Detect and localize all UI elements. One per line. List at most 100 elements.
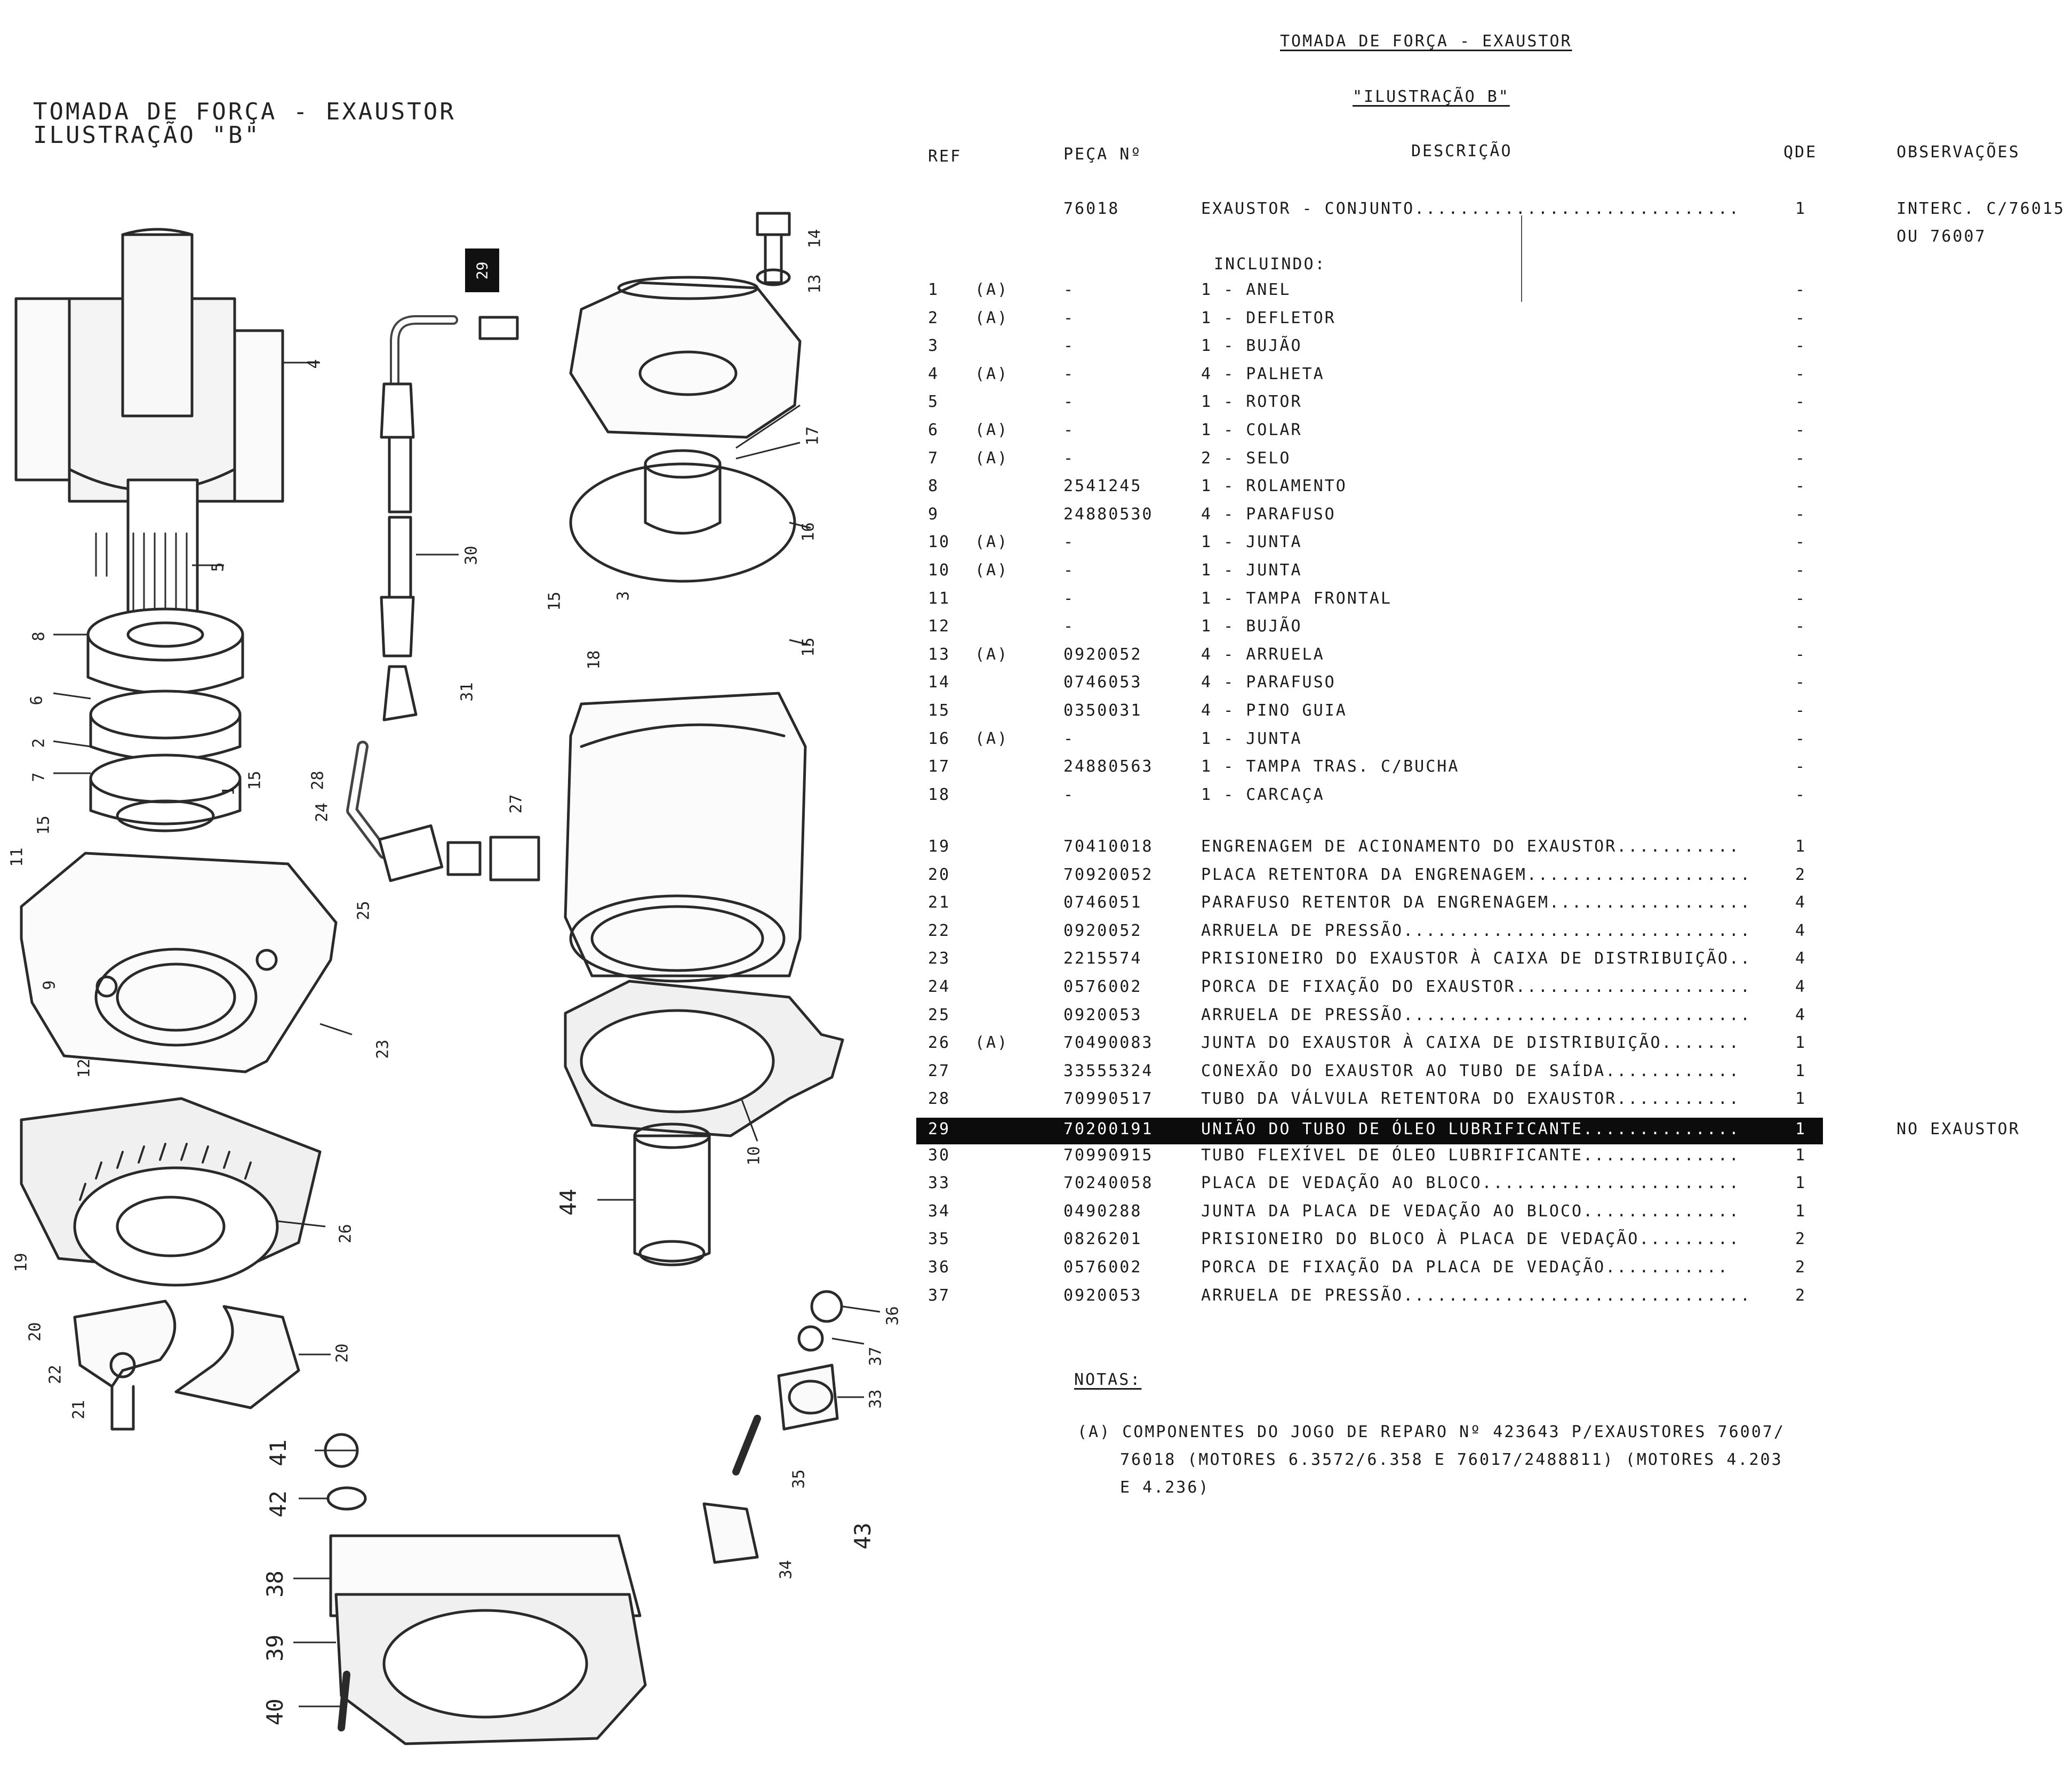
callout-label: 16 (799, 522, 818, 542)
bolt-14-part (756, 212, 791, 286)
part-number: - (1063, 280, 1075, 299)
parts-row: 12-1 - BUJÃO- (916, 617, 2063, 644)
callout-label: 8 (29, 631, 49, 642)
description: 1 - COLAR (1201, 421, 1302, 439)
callout-label: 31 (458, 682, 477, 702)
parts-row: 6(A)-1 - COLAR- (916, 421, 2063, 447)
repair-kit-flag: (A) (975, 308, 1009, 327)
parts-row: 5-1 - ROTOR- (916, 392, 2063, 419)
parts-row: 18-1 - CARCAÇA- (916, 785, 2063, 812)
callout-label: 30 (462, 546, 481, 565)
part-number: 2215574 (1063, 949, 1142, 968)
diagram-subtitle: ILUSTRAÇÃO "B" (33, 122, 261, 149)
description: PRISIONEIRO DO EXAUSTOR À CAIXA DE DISTR… (1201, 949, 1752, 968)
part-number: 70410018 (1063, 837, 1154, 856)
callout-label: 15 (245, 771, 265, 790)
repair-kit-flag: (A) (975, 729, 1009, 748)
callout-label: 15 (34, 815, 53, 835)
part-number: 0920052 (1063, 921, 1142, 940)
quantity: - (1795, 785, 1807, 804)
ref-number: 2 (928, 308, 940, 327)
repair-kit-flag: (A) (975, 280, 1009, 299)
quantity: - (1795, 392, 1807, 412)
part-number: - (1063, 617, 1075, 636)
repair-kit-flag: (A) (975, 533, 1009, 552)
callout-label: 4 (305, 359, 324, 369)
part-number: 76018 (1063, 199, 1120, 218)
ref-number: 7 (928, 448, 940, 468)
description: JUNTA DO EXAUSTOR À CAIXA DE DISTRIBUIÇÃ… (1201, 1033, 1740, 1053)
description: TUBO DA VÁLVULA RETENTORA DO EXAUSTOR...… (1201, 1089, 1740, 1109)
description: PORCA DE FIXAÇÃO DA PLACA DE VEDAÇÃO....… (1201, 1258, 1729, 1277)
rotor-vanes-part (14, 228, 284, 503)
ref-number: 1 (928, 280, 940, 299)
quantity: 1 (1795, 1201, 1807, 1221)
quantity: 2 (1795, 865, 1807, 884)
callout-label: 38 (261, 1570, 288, 1598)
quantity: - (1795, 729, 1807, 748)
callout-label: 22 (46, 1365, 65, 1384)
part-number: 0746051 (1063, 893, 1142, 912)
front-cover-part (20, 852, 338, 1073)
callout-label: 9 (40, 980, 59, 990)
bearing-part (86, 607, 244, 695)
quantity: - (1795, 280, 1807, 299)
quantity: 4 (1795, 893, 1807, 912)
ref-number: 19 (928, 837, 951, 856)
bottom-plate-parts (324, 1433, 647, 1745)
part-number: - (1063, 729, 1075, 748)
description: CONEXÃO DO EXAUSTOR AO TUBO DE SAÍDA....… (1201, 1061, 1740, 1080)
quantity: - (1795, 673, 1807, 692)
repair-kit-flag: (A) (975, 645, 1009, 664)
repair-kit-flag: (A) (975, 421, 1009, 439)
description: 1 - ANEL (1201, 280, 1291, 299)
parts-row: 2(A)-1 - DEFLETOR- (916, 309, 2063, 335)
ref-number: 17 (928, 757, 951, 776)
description: PORCA DE FIXAÇÃO DO EXAUSTOR............… (1201, 977, 1752, 996)
parts-row: 28 70990517 TUBO DA VÁLVULA RETENTORA DO E… (916, 1089, 2063, 1116)
description: PLACA DE VEDAÇÃO AO BLOCO...............… (1201, 1174, 1740, 1193)
description: TUBO FLEXÍVEL DE ÓLEO LUBRIFICANTE......… (1201, 1145, 1740, 1165)
quantity: - (1795, 617, 1807, 636)
repair-kit-flag: (A) (975, 1033, 1009, 1053)
ref-number: 10 (928, 561, 951, 580)
quantity: 1 (1795, 1061, 1807, 1080)
callout-label: 1 (219, 786, 238, 796)
ref-number: 28 (928, 1089, 951, 1109)
exploded-diagram: TOMADA DE FORÇA - EXAUSTOR ILUSTRAÇÃO "B… (0, 0, 907, 1772)
part-number: 2541245 (1063, 477, 1142, 496)
callout-label: 21 (69, 1400, 89, 1420)
col-header-obs: OBSERVAÇÕES (1897, 143, 2020, 162)
callout-label: 44 (555, 1189, 581, 1216)
callout-label: 2 (29, 738, 49, 748)
observation: INTERC. C/76015 (1897, 199, 2065, 218)
ref-number: 35 (928, 1230, 951, 1249)
ref-number: 22 (928, 921, 951, 940)
part-number: 70990517 (1063, 1089, 1154, 1109)
callout-label: 35 (789, 1469, 809, 1489)
description: 1 - DEFLETOR (1201, 308, 1336, 327)
part-number: - (1063, 561, 1075, 580)
notes-label: NOTAS: (1074, 1370, 1142, 1389)
callout-label: 42 (265, 1490, 291, 1518)
ref-number: 8 (928, 477, 940, 496)
description: PLACA RETENTORA DA ENGRENAGEM...........… (1201, 865, 1752, 884)
seal-plate-parts (702, 1290, 843, 1564)
note-line: 76018 (MOTORES 6.3572/6.358 E 76017/2488… (1120, 1450, 1783, 1469)
quantity: 2 (1795, 1286, 1807, 1305)
ref-number: 20 (928, 865, 951, 884)
rear-cover-part (569, 276, 802, 439)
callout-label: 36 (883, 1306, 902, 1326)
repair-kit-flag: (A) (975, 364, 1009, 383)
description: 4 - ARRUELA (1201, 645, 1325, 664)
shaft-part (95, 478, 199, 620)
ref-number: 36 (928, 1258, 951, 1277)
callout-label: 19 (12, 1253, 31, 1272)
